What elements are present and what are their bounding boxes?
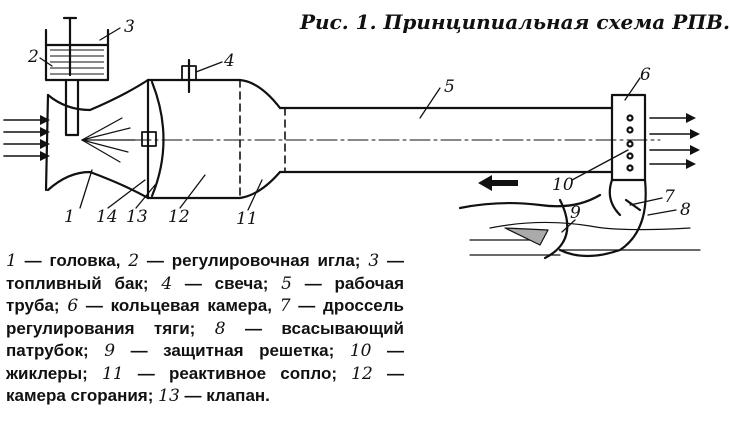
callout-6: 6 [640,65,651,85]
legend-text: — камера сгорания; [6,363,404,406]
callout-12: 12 [168,207,190,227]
legend-text: — топливный бак; [6,251,404,293]
legend-text: — защитная решетка; [115,341,350,360]
callout-13: 13 [126,207,148,227]
legend-number: 11 [101,363,124,384]
legend-text: — реактивное сопло; [123,363,352,383]
legend-text: — головка, [16,251,129,270]
figure-legend: 1 — головка, 2 — регулировочная игла; 3 … [6,250,404,408]
callout-4: 4 [223,51,235,71]
legend-text: — жиклеры; [6,341,404,383]
callout-3: 3 [124,17,135,37]
legend-number: 4 [161,273,173,294]
legend-number: 1 [6,251,17,271]
callout-10: 10 [552,175,574,195]
legend-number: 9 [104,341,116,361]
callout-7: 7 [664,187,675,207]
legend-text: — свеча; [172,273,282,293]
legend-number: 12 [351,363,373,384]
protective-grid [543,198,569,260]
legend-text: — дроссель регулирования тяги; [6,296,405,338]
callout-2: 2 [27,47,39,67]
legend-text: — рабочая труба; [6,273,405,316]
fuel-pipe [64,78,80,137]
fuel-tank [44,28,110,82]
legend-text: — кольцевая камера, [78,296,280,315]
callout-11: 11 [236,209,258,229]
water-surface [458,193,602,210]
valve [150,80,165,198]
callout-9: 9 [570,203,581,223]
combustion-chamber [146,78,282,200]
figure-title: Рис. 1. Принципиальная схема РПВ. [300,10,730,34]
legend-number: 2 [128,251,140,271]
callout-14: 14 [96,207,118,227]
legend-text: — всасывающий патрубок; [6,318,404,361]
legend-text: — клапан. [179,386,270,405]
callout-1: 1 [64,207,75,227]
callout-8: 8 [680,200,691,220]
legend-number: 10 [349,341,372,361]
engine-schematic: 1 2 3 4 5 6 7 8 9 10 11 12 13 14 [3,16,701,260]
legend-number: 5 [281,273,292,294]
motion-arrow [478,175,518,191]
legend-number: 3 [368,251,380,271]
callout-5: 5 [444,77,455,97]
intake-head [46,78,150,200]
legend-number: 8 [214,318,226,339]
legend-text: — регулировочная игла; [139,251,369,270]
legend-number: 7 [279,296,291,316]
legend-number: 13 [158,386,180,406]
legend-number: 6 [67,296,79,316]
